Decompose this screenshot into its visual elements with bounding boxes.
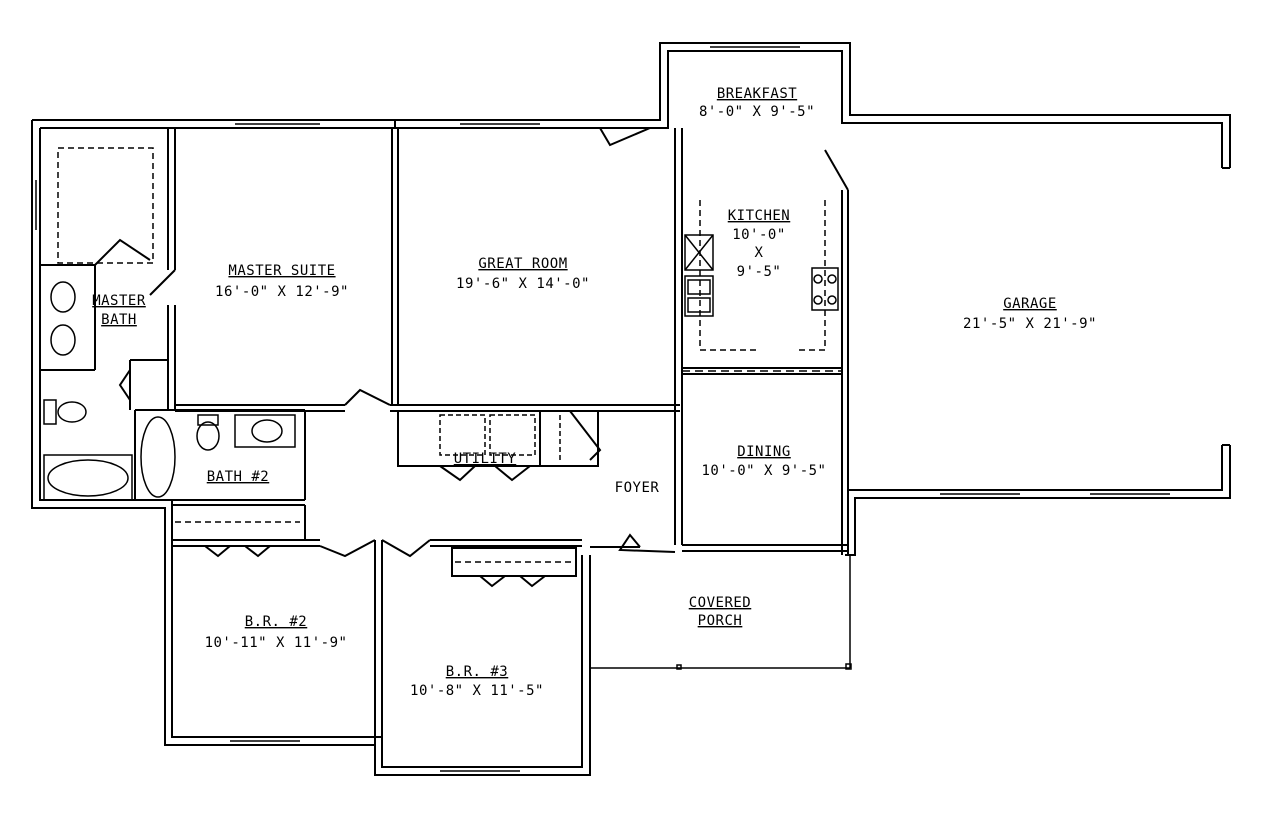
master-suite-label: MASTER SUITE [228, 263, 335, 279]
master-suite-size: 16'-0" X 12'-9" [215, 284, 349, 300]
room-labels: BREAKFAST 8'-0" X 9'-5" KITCHEN 10'-0" X… [92, 86, 1097, 699]
breakfast-size: 8'-0" X 9'-5" [699, 104, 815, 120]
master-bath-label-1: MASTER [92, 293, 146, 309]
dining-size: 10'-0" X 9'-5" [701, 463, 826, 479]
great-room-size: 19'-6" X 14'-0" [456, 276, 590, 292]
kitchen-size-1: 10'-0" [732, 227, 786, 243]
doors [94, 127, 849, 588]
br3-label: B.R. #3 [446, 664, 509, 680]
great-room-label: GREAT ROOM [478, 256, 567, 272]
windows [35, 46, 1170, 772]
garage-label: GARAGE [1003, 296, 1057, 312]
covered-porch-outline [590, 555, 852, 670]
dining-label: DINING [737, 444, 791, 460]
kitchen-size-3: 9'-5" [737, 264, 782, 280]
garage-size: 21'-5" X 21'-9" [963, 316, 1097, 332]
utility-label: UTILITY [454, 451, 517, 467]
covered-porch-label-2: PORCH [698, 613, 743, 629]
br3-size: 10'-8" X 11'-5" [410, 683, 544, 699]
covered-porch-label-1: COVERED [689, 595, 752, 611]
master-bath-label-2: BATH [101, 312, 137, 328]
interior-walls [40, 128, 849, 745]
bath2-label: BATH #2 [207, 469, 270, 485]
fixtures [43, 147, 839, 563]
kitchen-label: KITCHEN [728, 208, 791, 224]
breakfast-label: BREAKFAST [717, 86, 797, 102]
kitchen-size-2: X [755, 245, 764, 261]
foyer-label: FOYER [615, 480, 660, 496]
br2-size: 10'-11" X 11'-9" [205, 635, 348, 651]
br2-label: B.R. #2 [245, 614, 308, 630]
